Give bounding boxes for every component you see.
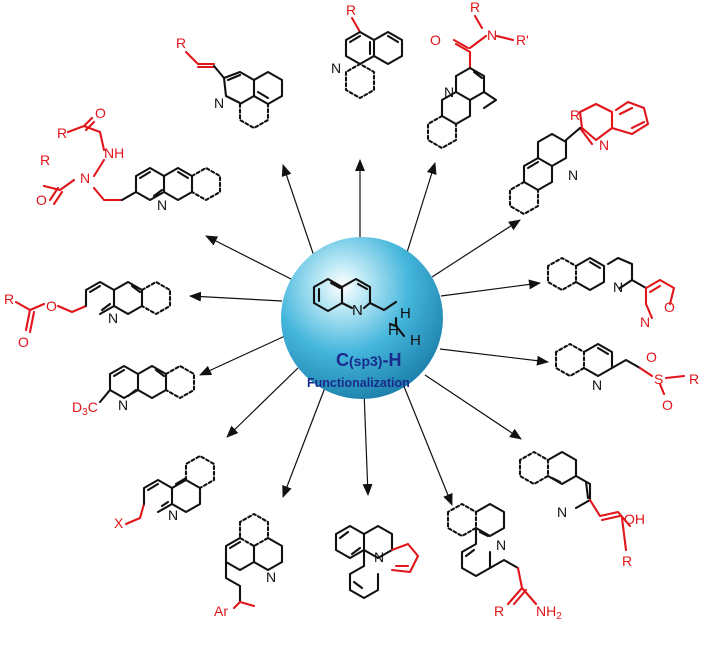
- label-n: N: [613, 279, 623, 295]
- center-subtitle: Functionalization: [307, 376, 410, 390]
- label-n: N: [496, 537, 506, 553]
- label-r: R: [622, 553, 632, 569]
- product-ester: R O O N: [4, 280, 172, 350]
- product-hydrazine: O R NH R N O N: [36, 105, 222, 213]
- label-nh: NH: [536, 603, 556, 619]
- label-o-ester: O: [46, 298, 57, 314]
- product-isoxazole: N O N: [546, 256, 676, 330]
- product-alkenyl: R N: [176, 35, 284, 130]
- label-r: R: [689, 371, 699, 387]
- label-3: 3: [82, 407, 88, 418]
- label-n-isoxazole: N: [640, 314, 650, 330]
- center-h-label-3: H: [410, 332, 421, 349]
- label-o-bottom: O: [36, 192, 47, 208]
- label-n: N: [108, 310, 118, 326]
- arrow-deuterated: [199, 335, 286, 376]
- product-benzazole: R N N: [508, 100, 650, 216]
- arrow-amide: [403, 162, 437, 263]
- label-r-bottom: R: [40, 152, 50, 168]
- heading-main: C: [336, 350, 349, 370]
- label-n: N: [568, 167, 578, 183]
- label-c: C: [88, 399, 98, 415]
- label-2: 2: [556, 611, 562, 622]
- center-quinaldine: N H H H: [312, 277, 421, 349]
- label-o-top: O: [646, 349, 657, 365]
- product-sulfone: N S O O R: [554, 342, 699, 413]
- label-n: N: [157, 197, 167, 213]
- product-amide: R N R' O N: [426, 0, 529, 150]
- label-nh2: NH2: [536, 603, 562, 622]
- label-r: R: [4, 291, 14, 307]
- arrow-hydrazine: [205, 235, 294, 281]
- label-n-azole: N: [599, 137, 609, 153]
- label-d: D: [72, 399, 82, 415]
- label-oh: OH: [624, 511, 645, 527]
- arrow-enamine: [402, 383, 453, 506]
- arrow-isoxazole: [440, 279, 541, 297]
- center-sphere: N H H H C(sp3)-H Functionalization: [281, 237, 443, 399]
- label-r: R: [346, 2, 356, 18]
- reaction-arrows: [189, 159, 549, 506]
- label-r: R: [494, 603, 504, 619]
- center-h-label-2: H: [388, 322, 399, 339]
- arrow-aryl: [282, 384, 327, 498]
- label-o-carbonyl: O: [18, 334, 29, 350]
- label-nh: NH: [104, 145, 124, 161]
- label-n: N: [118, 397, 128, 413]
- product-enamine: N R NH2: [446, 502, 562, 622]
- label-r-prime: R': [516, 32, 529, 48]
- center-heading: C(sp3)-H: [336, 350, 401, 370]
- arrow-benzazole: [431, 219, 521, 278]
- product-deuterated: D3C N: [72, 364, 196, 418]
- label-ar: Ar: [214, 603, 228, 619]
- label-n: N: [214, 95, 224, 111]
- label-n: N: [168, 507, 178, 523]
- label-n: N: [374, 549, 384, 565]
- heading-sub: (sp3): [349, 353, 382, 369]
- label-r-top: R: [470, 0, 480, 15]
- arrow-indolizine: [362, 390, 373, 496]
- product-aryl: N Ar: [214, 512, 284, 619]
- label-n: N: [557, 504, 567, 520]
- label-r: R: [176, 35, 186, 51]
- product-indolizine: N: [334, 524, 420, 600]
- sphere-body: [281, 237, 443, 399]
- arrow-enol: [424, 374, 522, 440]
- label-r: R: [570, 107, 580, 123]
- arrow-halide: [226, 367, 299, 438]
- product-enol: N OH R: [518, 450, 645, 569]
- label-o-bottom: O: [662, 397, 673, 413]
- label-s: S: [654, 371, 663, 387]
- center-h-label-1: H: [400, 305, 411, 322]
- label-n: N: [444, 84, 454, 100]
- arrow-ester: [189, 291, 283, 302]
- product-halide: X N: [114, 454, 216, 531]
- label-o-top: O: [95, 105, 106, 121]
- arrow-alkenyl: [281, 164, 317, 263]
- label-n: N: [592, 377, 602, 393]
- label-n-hydrazine: N: [80, 170, 90, 186]
- label-d3c: D3C: [72, 399, 98, 418]
- product-alkyl: R N: [331, 2, 404, 100]
- label-n: N: [331, 60, 341, 76]
- label-r-top: R: [57, 125, 67, 141]
- heading-tail: -H: [382, 350, 401, 370]
- center-n-label: N: [352, 302, 363, 319]
- arrow-sulfone: [439, 348, 549, 366]
- label-o: O: [430, 32, 441, 48]
- label-x: X: [114, 515, 124, 531]
- label-n-amide: N: [487, 27, 497, 43]
- label-o: O: [664, 299, 675, 315]
- label-n: N: [266, 569, 276, 585]
